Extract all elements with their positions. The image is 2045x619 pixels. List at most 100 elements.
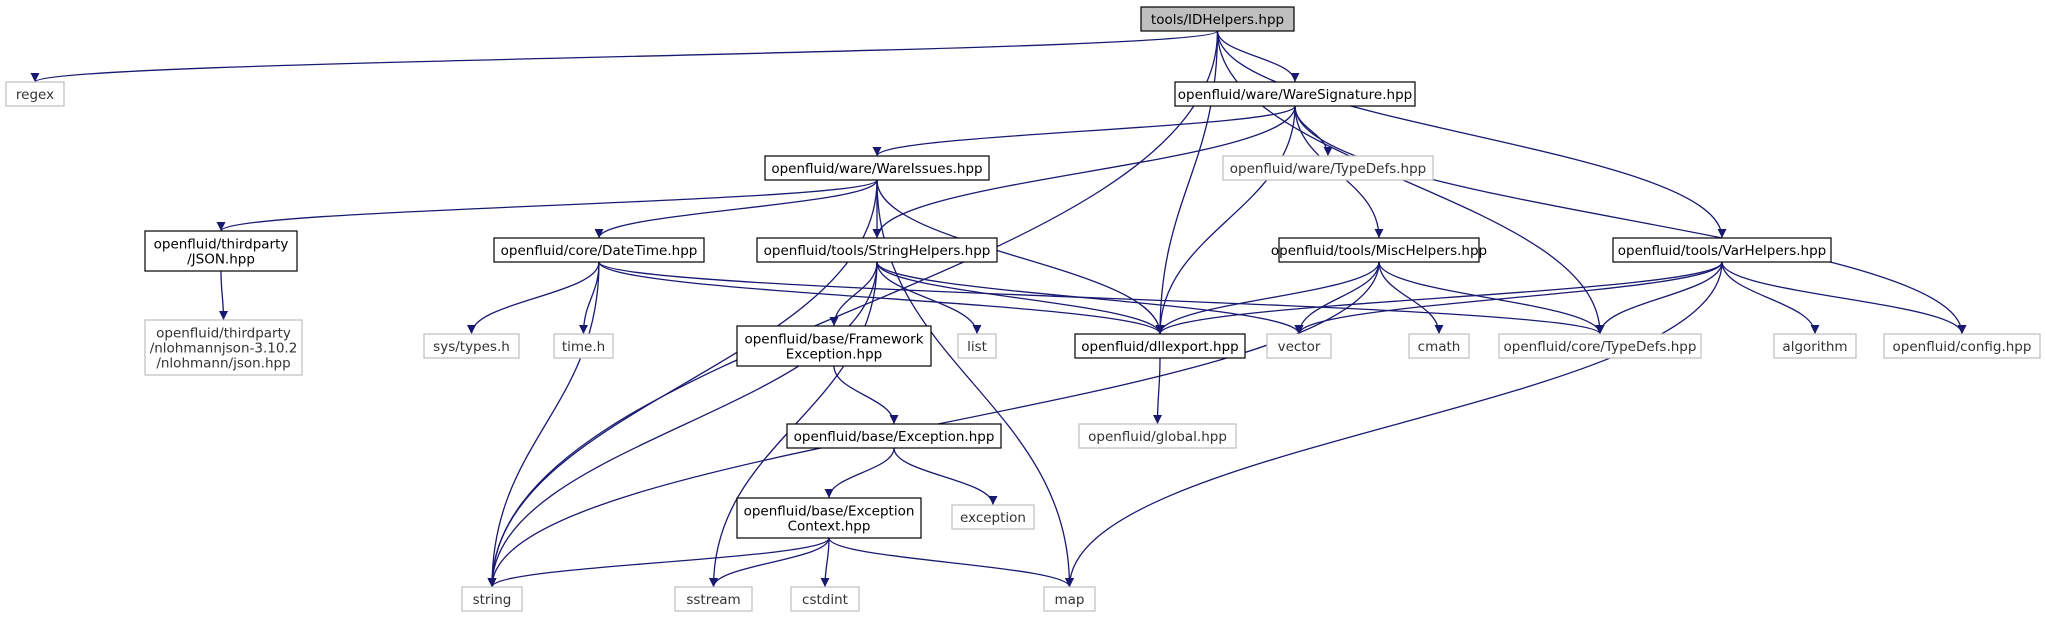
node-label: openfluid/ware/WareIssues.hpp <box>771 161 982 177</box>
edge-exccontext-to-cstdint <box>820 537 830 588</box>
node-label: /JSON.hpp <box>187 252 255 268</box>
node-label: openfluid/tools/StringHelpers.hpp <box>764 243 991 259</box>
edge-root-to-varhelpers <box>1216 30 1727 239</box>
edge-mischelpers-to-cmath <box>1378 261 1444 335</box>
node-box <box>1278 237 1480 263</box>
node-box <box>1773 333 1857 359</box>
edge-exception-to-stdexception <box>893 447 998 506</box>
edge-wareissues-to-datetime <box>594 179 878 239</box>
dependency-edges <box>30 30 1967 588</box>
node-box <box>5 81 65 107</box>
node-box <box>1174 81 1416 107</box>
edge-root-to-string <box>487 30 1219 588</box>
node-box <box>951 504 1035 530</box>
file-nodes: tools/IDHelpers.hpp regex openfluid/ware/W… <box>5 6 2041 612</box>
edge-dllexport-to-global <box>1153 357 1163 425</box>
node-box <box>786 423 1002 449</box>
node-openfluid-ware-waresignature-hpp[interactable]: openfluid/ware/WareSignature.hpp <box>1174 81 1416 107</box>
node-box <box>461 586 523 612</box>
node-label: list <box>967 339 987 355</box>
node-openfluid-core-datetime-hpp[interactable]: openfluid/core/DateTime.hpp <box>493 237 705 263</box>
node-sys-types-h: sys/types.h <box>423 333 520 359</box>
node-label: openfluid/base/Exception <box>744 504 915 520</box>
node-box <box>1043 586 1096 612</box>
node-openfluid-tools-mischelpers-hpp[interactable]: openfluid/tools/MiscHelpers.hpp <box>1271 237 1487 263</box>
node-label: openfluid/ware/WareSignature.hpp <box>1178 87 1412 103</box>
edge-varhelpers-to-algorithm <box>1721 261 1820 335</box>
node-box <box>1074 333 1246 359</box>
node-openfluid-config-hpp: openfluid/config.hpp <box>1883 333 2041 359</box>
node-openfluid-dllexport-hpp[interactable]: openfluid/dllexport.hpp <box>1074 333 1246 359</box>
node-openfluid-global-hpp: openfluid/global.hpp <box>1078 423 1237 449</box>
node-box <box>756 237 998 263</box>
node-box <box>553 333 614 359</box>
edge-exception-to-exccontext <box>824 447 895 499</box>
node-sstream: sstream <box>674 586 753 612</box>
edge-fwexc-to-exception <box>833 365 899 425</box>
node-openfluid-ware-wareissues-hpp[interactable]: openfluid/ware/WareIssues.hpp <box>764 155 990 181</box>
node-label: Context.hpp <box>788 519 871 535</box>
node-openfluid-thirdparty-json-hpp[interactable]: openfluid/thirdparty/JSON.hpp <box>144 230 298 272</box>
edge-root-to-waresig <box>1216 30 1300 83</box>
node-openfluid-tools-varhelpers-hpp[interactable]: openfluid/tools/VarHelpers.hpp <box>1612 237 1832 263</box>
edge-stringhelpers-to-vector <box>876 261 1304 335</box>
edge-wareissues-to-dllexport <box>876 179 1165 335</box>
node-label: openfluid/base/Framework <box>744 332 923 348</box>
node-box <box>493 237 705 263</box>
edge-wareissues-to-json <box>216 179 878 232</box>
node-label: openfluid/dllexport.hpp <box>1081 339 1238 355</box>
node-label: openfluid/thirdparty <box>156 326 291 342</box>
node-box <box>423 333 520 359</box>
node-box <box>1498 333 1702 359</box>
node-label: openfluid/tools/VarHelpers.hpp <box>1618 243 1826 259</box>
edge-mischelpers-to-dllexport <box>1155 261 1380 335</box>
node-tools-idhelpers-hpp[interactable]: tools/IDHelpers.hpp <box>1140 6 1295 32</box>
node-algorithm: algorithm <box>1773 333 1857 359</box>
edge-datetime-to-string <box>487 261 600 588</box>
edge-varhelpers-to-vector <box>1294 261 1723 335</box>
node-vector: vector <box>1266 333 1332 359</box>
node-label: openfluid/thirdparty <box>154 237 289 253</box>
node-box <box>1408 333 1470 359</box>
node-label: time.h <box>562 339 605 355</box>
node-label: openfluid/tools/MiscHelpers.hpp <box>1271 243 1487 259</box>
node-label: sstream <box>686 592 740 608</box>
edge-root-to-coretypedefs <box>1216 30 1605 335</box>
node-box <box>144 230 298 272</box>
node-label: tools/IDHelpers.hpp <box>1151 12 1284 28</box>
node-box <box>1266 333 1332 359</box>
node-box <box>790 586 860 612</box>
node-label: openfluid/config.hpp <box>1893 339 2032 355</box>
node-label: regex <box>16 87 54 103</box>
node-label: openfluid/global.hpp <box>1088 429 1227 445</box>
edge-mischelpers-to-coretypedefs <box>1378 261 1605 335</box>
edge-waresig-to-stringhelpers <box>872 105 1296 239</box>
node-openfluid-tools-stringhelpers-hpp[interactable]: openfluid/tools/StringHelpers.hpp <box>756 237 998 263</box>
node-label: cmath <box>1418 339 1461 355</box>
node-label: exception <box>960 510 1026 526</box>
edge-exccontext-to-string <box>487 537 830 588</box>
node-label: openfluid/ware/TypeDefs.hpp <box>1230 161 1427 177</box>
edge-datetime-to-dllexport <box>598 261 1165 335</box>
edge-datetime-to-coretypedefs <box>598 261 1605 335</box>
node-label: openfluid/core/TypeDefs.hpp <box>1504 339 1697 355</box>
edge-stringhelpers-to-fwexc <box>829 261 878 327</box>
node-cmath: cmath <box>1408 333 1470 359</box>
node-exception: exception <box>951 504 1035 530</box>
node-box <box>764 155 990 181</box>
node-box <box>957 333 997 359</box>
edge-exccontext-to-sstream <box>709 537 830 588</box>
node-cstdint: cstdint <box>790 586 860 612</box>
node-map: map <box>1043 586 1096 612</box>
node-box <box>1612 237 1832 263</box>
node-label: openfluid/base/Exception.hpp <box>794 429 995 445</box>
node-openfluid-base-exception-hpp[interactable]: openfluid/base/Exception.hpp <box>786 423 1002 449</box>
node-box <box>674 586 753 612</box>
edge-stringhelpers-to-dllexport <box>876 261 1165 335</box>
node-box <box>1078 423 1237 449</box>
edge-waresig-to-wareissues <box>872 105 1296 157</box>
edge-varhelpers-to-coretypedefs <box>1595 261 1723 335</box>
